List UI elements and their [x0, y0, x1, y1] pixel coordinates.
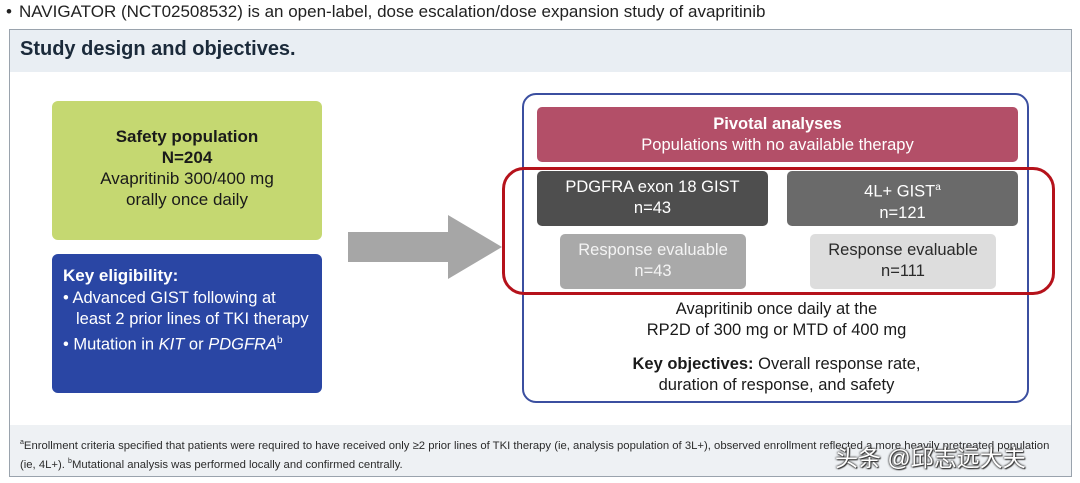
resp1-n: n=43	[634, 262, 672, 280]
resp2-n: n=111	[881, 262, 925, 280]
footnote-a-marker: a	[935, 182, 941, 193]
eligibility-box: Key eligibility: • Advanced GIST followi…	[52, 254, 322, 393]
objectives-line-1: Key objectives: Overall response rate,	[530, 354, 1023, 375]
response-evaluable-pdgfra-box: Response evaluable n=43	[560, 234, 746, 289]
dosing-line-2: RP2D of 300 mg or MTD of 400 mg	[646, 321, 907, 339]
fourl-label: 4L+ GIST	[864, 182, 936, 201]
panel-title-bar	[10, 30, 1071, 72]
objectives-text-1: Overall response rate,	[753, 355, 921, 373]
highlight-ring	[502, 167, 1055, 295]
objectives-line-2: duration of response, and safety	[658, 376, 895, 394]
footnote-a-text: Enrollment criteria specified that patie…	[20, 439, 1050, 471]
watermark: 头条 @邱志远大夫	[835, 445, 1026, 471]
pivotal-subtitle: Populations with no available therapy	[641, 136, 914, 154]
response-evaluable-fourl-box: Response evaluable n=111	[810, 234, 996, 289]
safety-dose: Avapritinib 300/400 mg	[100, 169, 274, 188]
footnote: aEnrollment criteria specified that pati…	[20, 435, 1060, 473]
pdgfra-n: n=43	[633, 199, 672, 217]
bullet: •	[6, 2, 12, 21]
safety-schedule: orally once daily	[126, 190, 248, 209]
flow-arrow-icon	[348, 215, 502, 279]
resp1-label: Response evaluable	[578, 241, 728, 259]
safety-n: N=204	[161, 148, 213, 167]
pdgfra-label: PDGFRA exon 18 GIST	[565, 178, 740, 196]
fourl-n: n=121	[879, 203, 926, 222]
eligibility-title: Key eligibility:	[63, 266, 179, 285]
pdgfra-gene: PDGFRA	[208, 335, 277, 354]
fourl-label-line: 4L+ GISTa	[787, 177, 1018, 203]
kit-gene: KIT	[158, 335, 185, 354]
footnote-bar	[10, 425, 1071, 476]
fourl-group-box: 4L+ GISTa n=121	[787, 171, 1018, 226]
intro-bullet-line: • NAVIGATOR (NCT02508532) is an open-labe…	[6, 2, 765, 22]
safety-title: Safety population	[115, 127, 259, 146]
footnote-b-mark: b	[68, 457, 72, 465]
eligibility-item-1: • Advanced GIST following at least 2 pri…	[63, 289, 309, 328]
pivotal-analyses-box: Pivotal analyses Populations with no ava…	[537, 107, 1018, 162]
pivotal-title: Pivotal analyses	[713, 115, 842, 133]
panel-title: Study design and objectives.	[20, 38, 296, 60]
dosing-text: Avapritinib once daily at the RP2D of 30…	[530, 299, 1023, 341]
eligibility-item-2-or: or	[184, 335, 209, 354]
footnote-a-mark: a	[20, 439, 24, 446]
footnote-b-text: Mutational analysis was performed locall…	[71, 458, 403, 471]
objectives-text: Key objectives: Overall response rate, d…	[530, 354, 1023, 396]
dosing-line-1: Avapritinib once daily at the	[675, 300, 878, 318]
objectives-label: Key objectives:	[632, 355, 754, 373]
pdgfra-group-box: PDGFRA exon 18 GIST n=43	[537, 171, 768, 226]
eligibility-item-2: • Mutation in KIT or PDGFRAb	[63, 330, 312, 356]
safety-population-box: Safety population N=204 Avapritinib 300/…	[52, 101, 322, 240]
intro-text: NAVIGATOR (NCT02508532) is an open-label…	[18, 2, 766, 21]
footnote-b-marker: b	[276, 335, 283, 346]
analysis-container	[522, 93, 1029, 403]
eligibility-item-2-prefix: • Mutation in	[63, 335, 159, 354]
resp2-label: Response evaluable	[828, 241, 978, 259]
